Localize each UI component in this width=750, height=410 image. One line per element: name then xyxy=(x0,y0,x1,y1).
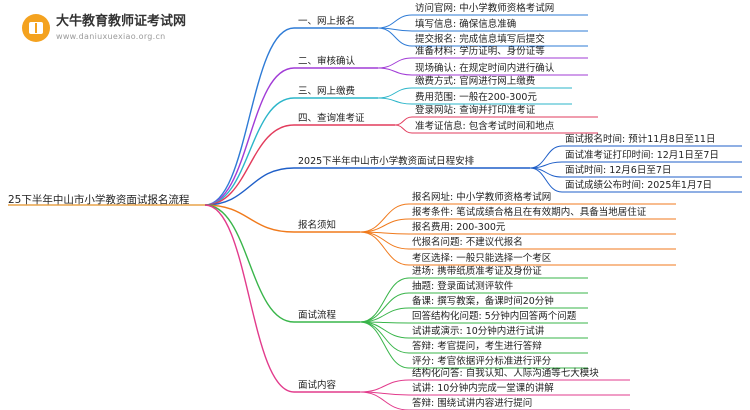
leaf-connector xyxy=(529,167,563,193)
leaf-label: 费用范围: 一般在200-300元 xyxy=(415,92,537,103)
leaf-connector xyxy=(394,116,413,126)
leaf-label: 答辩: 围绕试讲内容进行提问 xyxy=(412,398,533,409)
brand-url: www.daniuxuexiao.org.cn xyxy=(56,32,166,41)
leaf-label: 抽题: 登录面试测评软件 xyxy=(412,281,514,292)
leaf-label: 报名费用: 200-300元 xyxy=(412,222,506,233)
branch-label: 面试内容 xyxy=(298,380,337,391)
leaf-label: 回答结构化问题: 5分钟内回答两个问题 xyxy=(412,311,577,322)
leaf-label: 进场: 携带纸质准考证及身份证 xyxy=(412,266,542,277)
leaf-label: 填写信息: 确保信息准确 xyxy=(415,19,517,30)
leaf-connector xyxy=(359,231,410,250)
leaf-connector xyxy=(359,231,410,266)
branch-connector xyxy=(204,204,295,393)
leaf-connector xyxy=(359,218,410,233)
branch-connector xyxy=(204,167,295,206)
branch-label: 三、网上缴费 xyxy=(298,86,356,97)
leaf-connector xyxy=(377,57,413,69)
leaf-connector xyxy=(359,321,410,339)
branch-connector xyxy=(204,124,295,206)
leaf-label: 结构化问答: 自我认知、人际沟通等七大模块 xyxy=(412,368,599,379)
leaf-connector xyxy=(359,391,410,410)
leaf-label: 报考条件: 笔试成绩合格且在有效期内、具备当地居住证 xyxy=(412,207,647,218)
leaf-label: 现场确认: 在规定时间内进行确认 xyxy=(415,63,555,74)
root-topic: 25下半年中山市小学教资面试报名流程 xyxy=(8,194,190,206)
leaf-label: 代报名问题: 不建议代报名 xyxy=(412,237,523,248)
branch-connector xyxy=(204,97,295,206)
leaf-label: 提交报名: 完成信息填写后提交 xyxy=(415,34,545,45)
leaf-connector xyxy=(359,379,410,393)
leaf-connector xyxy=(394,124,413,134)
leaf-label: 面试成绩公布时间: 2025年1月7日 xyxy=(565,180,712,191)
logo-icon xyxy=(22,14,50,42)
leaf-label: 试讲: 10分钟内完成一堂课的讲解 xyxy=(412,383,554,394)
leaf-label: 备课: 撰写教案，备课时间20分钟 xyxy=(412,296,554,307)
branch-label: 二、审核确认 xyxy=(298,56,356,67)
leaf-connector xyxy=(377,87,413,99)
branch-connector xyxy=(204,67,295,206)
leaf-connector xyxy=(359,292,410,323)
branch-label: 面试流程 xyxy=(298,310,337,321)
leaf-label: 面试报名时间: 预计11月8日至11日 xyxy=(565,134,716,145)
branch-label: 四、查询准考证 xyxy=(298,113,365,124)
leaf-label: 答辩: 考官提问，考生进行答辩 xyxy=(412,341,542,352)
leaf-connector xyxy=(359,321,410,369)
leaf-label: 报名网址: 中小学教师资格考试网 xyxy=(412,192,552,203)
branch-label: 2025下半年中山市小学教资面试日程安排 xyxy=(298,156,475,167)
leaf-label: 访问官网: 中小学教师资格考试网 xyxy=(415,3,555,14)
leaf-label: 考区选择: 一般只能选择一个考区 xyxy=(412,253,552,264)
leaf-label: 缴费方式: 官网进行网上缴费 xyxy=(415,76,536,87)
leaf-label: 面试时间: 12月6日至7日 xyxy=(565,165,672,176)
leaf-connector xyxy=(359,307,410,323)
branch-connector xyxy=(204,204,295,233)
leaf-connector xyxy=(377,97,413,105)
branch-label: 一、网上报名 xyxy=(298,16,356,27)
branch-label: 报名须知 xyxy=(298,220,337,231)
leaf-label: 准考证信息: 包含考试时间和地点 xyxy=(415,121,555,132)
leaf-connector xyxy=(377,67,413,76)
leaf-connector xyxy=(377,27,413,47)
leaf-label: 面试准考证打印时间: 12月1日至7日 xyxy=(565,150,719,161)
leaf-label: 试讲或演示: 10分钟内进行试讲 xyxy=(412,326,545,337)
leaf-connector xyxy=(359,203,410,233)
leaf-connector xyxy=(377,14,413,29)
branch-connector xyxy=(204,27,295,206)
branch-connector xyxy=(204,204,295,323)
leaf-label: 准备材料: 学历证明、身份证等 xyxy=(415,46,545,57)
leaf-label: 登录网站: 查询并打印准考证 xyxy=(415,105,536,116)
leaf-label: 评分: 考官依据评分标准进行评分 xyxy=(412,356,552,367)
brand-name: 大牛教育教师证考试网 xyxy=(56,14,187,29)
